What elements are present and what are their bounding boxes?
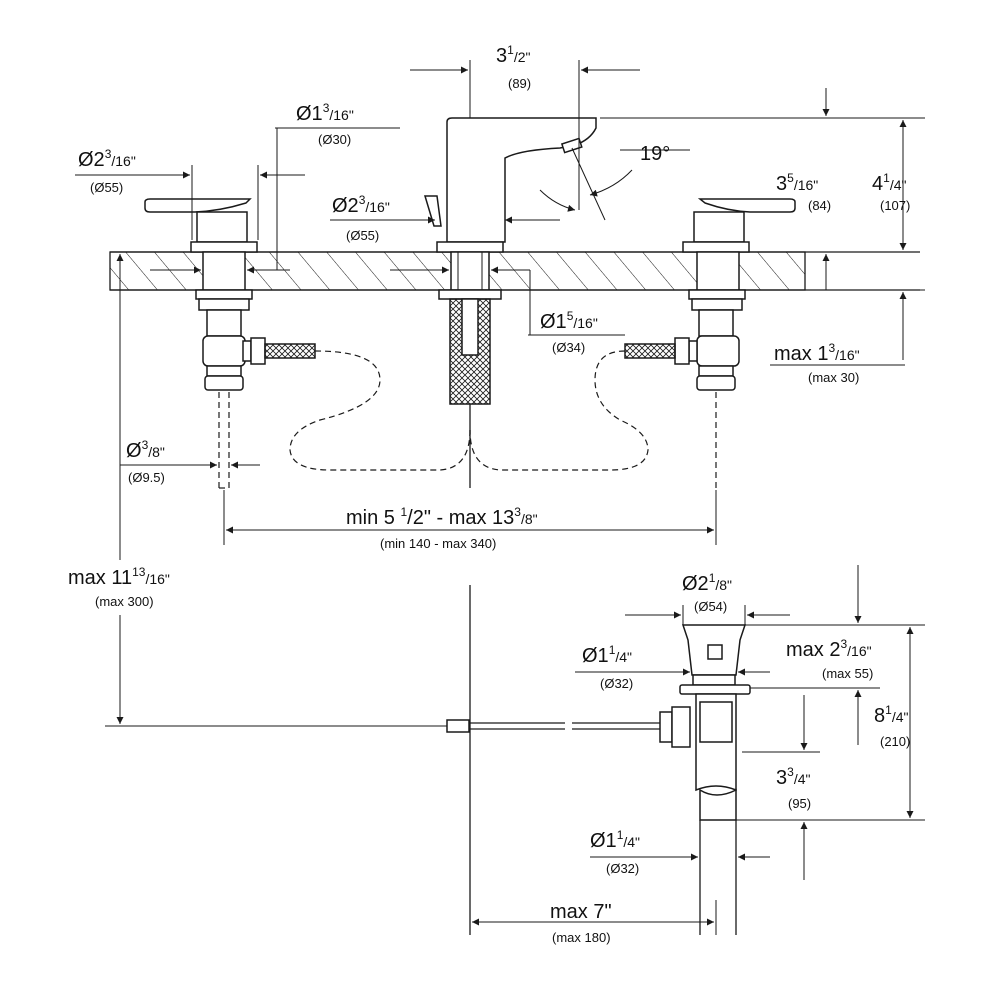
svg-text:(95): (95) [788,796,811,811]
svg-text:Ø23/16": Ø23/16" [332,193,390,217]
svg-text:(Ø55): (Ø55) [346,228,379,243]
label-supply-dia: Ø3/8" (Ø9.5) [126,438,165,485]
svg-text:(Ø9.5): (Ø9.5) [128,470,165,485]
svg-text:Ø3/8": Ø3/8" [126,438,165,462]
svg-text:(210): (210) [880,734,910,749]
svg-text:(Ø32): (Ø32) [606,861,639,876]
svg-text:max 13/16": max 13/16" [774,341,860,365]
svg-text:(max 180): (max 180) [552,930,611,945]
label-spout-shank-dia: Ø15/16" (Ø34) [540,309,598,355]
svg-text:33/4": 33/4" [776,765,810,789]
label-drain-body-dia-top: Ø11/4" (Ø32) [582,643,633,691]
label-lever-dia: Ø23/16" (Ø55) [78,147,136,195]
svg-text:Ø11/4": Ø11/4" [582,643,632,667]
svg-text:max 7": max 7" [550,901,612,923]
label-drain-sink-max: max 23/16" (max 55) [786,637,873,681]
svg-text:Ø15/16": Ø15/16" [540,309,598,333]
spout [423,117,597,488]
svg-text:max 1113/16": max 1113/16" [68,565,170,589]
svg-text:Ø11/4": Ø11/4" [590,828,640,852]
svg-text:81/4": 81/4" [874,703,908,727]
svg-text:Ø13/16": Ø13/16" [296,101,354,125]
svg-text:max 23/16": max 23/16" [786,637,872,661]
label-max-depth: max 1113/16" (max 300) [62,560,212,615]
svg-text:35/16": 35/16" [776,171,818,195]
svg-text:(min 140 - max 340): (min 140 - max 340) [380,536,496,551]
svg-text:(max 30): (max 30) [808,370,859,385]
label-spout-angle: 19° [640,143,670,165]
svg-text:(Ø34): (Ø34) [552,340,585,355]
svg-text:(Ø54): (Ø54) [694,599,727,614]
label-drain-flange-dia: Ø21/8" (Ø54) [682,571,732,614]
right-handle-valve [624,198,796,391]
label-total-height: 41/4" (107) [872,171,910,213]
svg-text:(107): (107) [880,198,910,213]
label-drain-tail-dia: Ø11/4" (Ø32) [590,828,640,876]
pop-up-drain [446,585,751,935]
label-drain-lower: 33/4" (95) [776,765,811,811]
svg-text:(84): (84) [808,198,831,213]
label-shank-dia-left: Ø13/16" (Ø30) [296,101,354,147]
spout-offset-main: 3 [496,45,507,67]
label-spout-offset: 31/2" (89) [496,43,531,91]
dimension-lines [75,60,925,935]
svg-text:(max 55): (max 55) [822,666,873,681]
label-drain-height: 81/4" (210) [874,703,910,749]
label-spout-base-dia: Ø23/16" (Ø55) [332,193,390,243]
svg-text:(max 300): (max 300) [95,594,154,609]
label-spread: min 5 1/2" - max 133/8" (min 140 - max 3… [346,505,538,551]
svg-text:(Ø30): (Ø30) [318,132,351,147]
label-spout-height: 35/16" (84) [776,171,831,213]
label-drain-rod-length: max 7" (max 180) [550,901,612,945]
spout-offset-metric: (89) [508,76,531,91]
left-handle-valve [144,198,316,391]
svg-text:Ø23/16": Ø23/16" [78,147,136,171]
svg-text:(Ø55): (Ø55) [90,180,123,195]
svg-text:min 5 1/2" - max 133/8": min 5 1/2" - max 133/8" [346,505,538,529]
svg-text:41/4": 41/4" [872,171,906,195]
svg-text:(Ø32): (Ø32) [600,676,633,691]
svg-text:Ø21/8": Ø21/8" [682,571,732,595]
svg-text:31/2": 31/2" [496,43,530,67]
label-deck-thickness: max 13/16" (max 30) [774,341,860,385]
supply-hoses [218,350,717,489]
